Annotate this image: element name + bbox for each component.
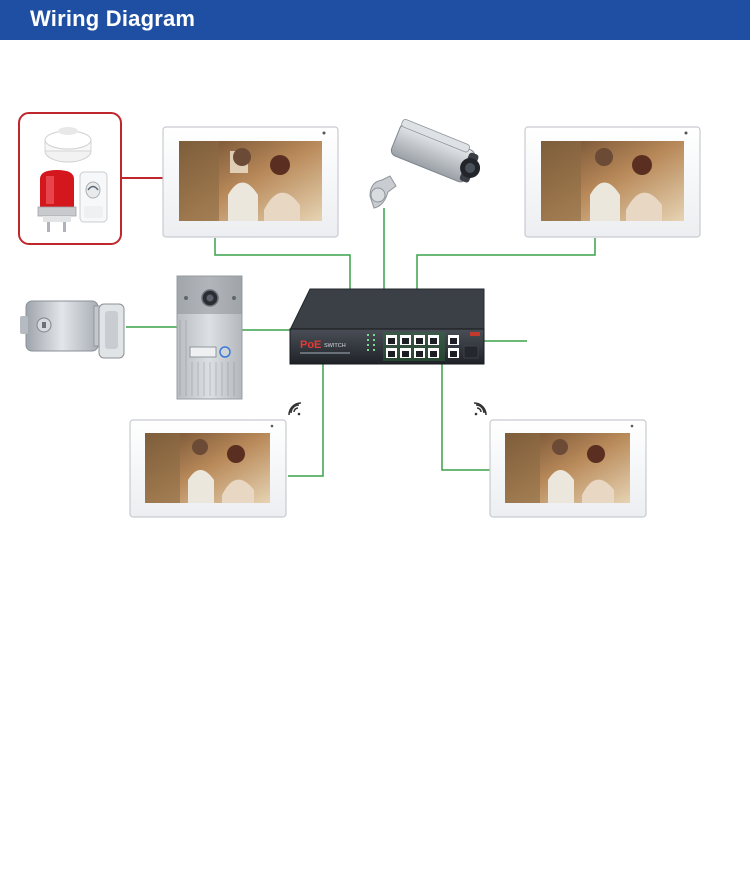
ethernet-ports: [383, 332, 459, 361]
wifi-icon: [473, 402, 487, 416]
wire-monitor-top-left: [214, 238, 351, 290]
indoor-monitor-top-left: [162, 126, 339, 238]
electric-lock-icon: [20, 300, 125, 359]
wires: [121, 177, 596, 477]
switch-model: SWITCH: [324, 343, 346, 349]
alarm-siren-icon: [37, 170, 77, 232]
alarm-sensors-group: [18, 112, 122, 245]
wifi-icon: [288, 402, 302, 416]
cctv-camera-icon: [369, 119, 481, 209]
motion-sensor-icon: [79, 171, 108, 223]
switch-brand: PoE: [300, 339, 321, 351]
wire-monitor-bottom-left: [288, 364, 324, 477]
wire-monitor-top-right: [416, 238, 596, 290]
wire-monitor-bottom-right: [441, 364, 490, 471]
header-bar: Wiring Diagram: [0, 0, 750, 40]
indoor-monitor-bottom-right: [489, 419, 647, 518]
indoor-monitor-bottom-left: [129, 419, 287, 518]
page-title: Wiring Diagram: [30, 6, 196, 31]
switch-leds: [367, 334, 375, 351]
smoke-detector-icon: [44, 127, 92, 163]
poe-switch: PoE SWITCH: [289, 288, 485, 365]
door-station-icon: [176, 275, 243, 400]
indoor-monitor-top-right: [524, 126, 701, 238]
